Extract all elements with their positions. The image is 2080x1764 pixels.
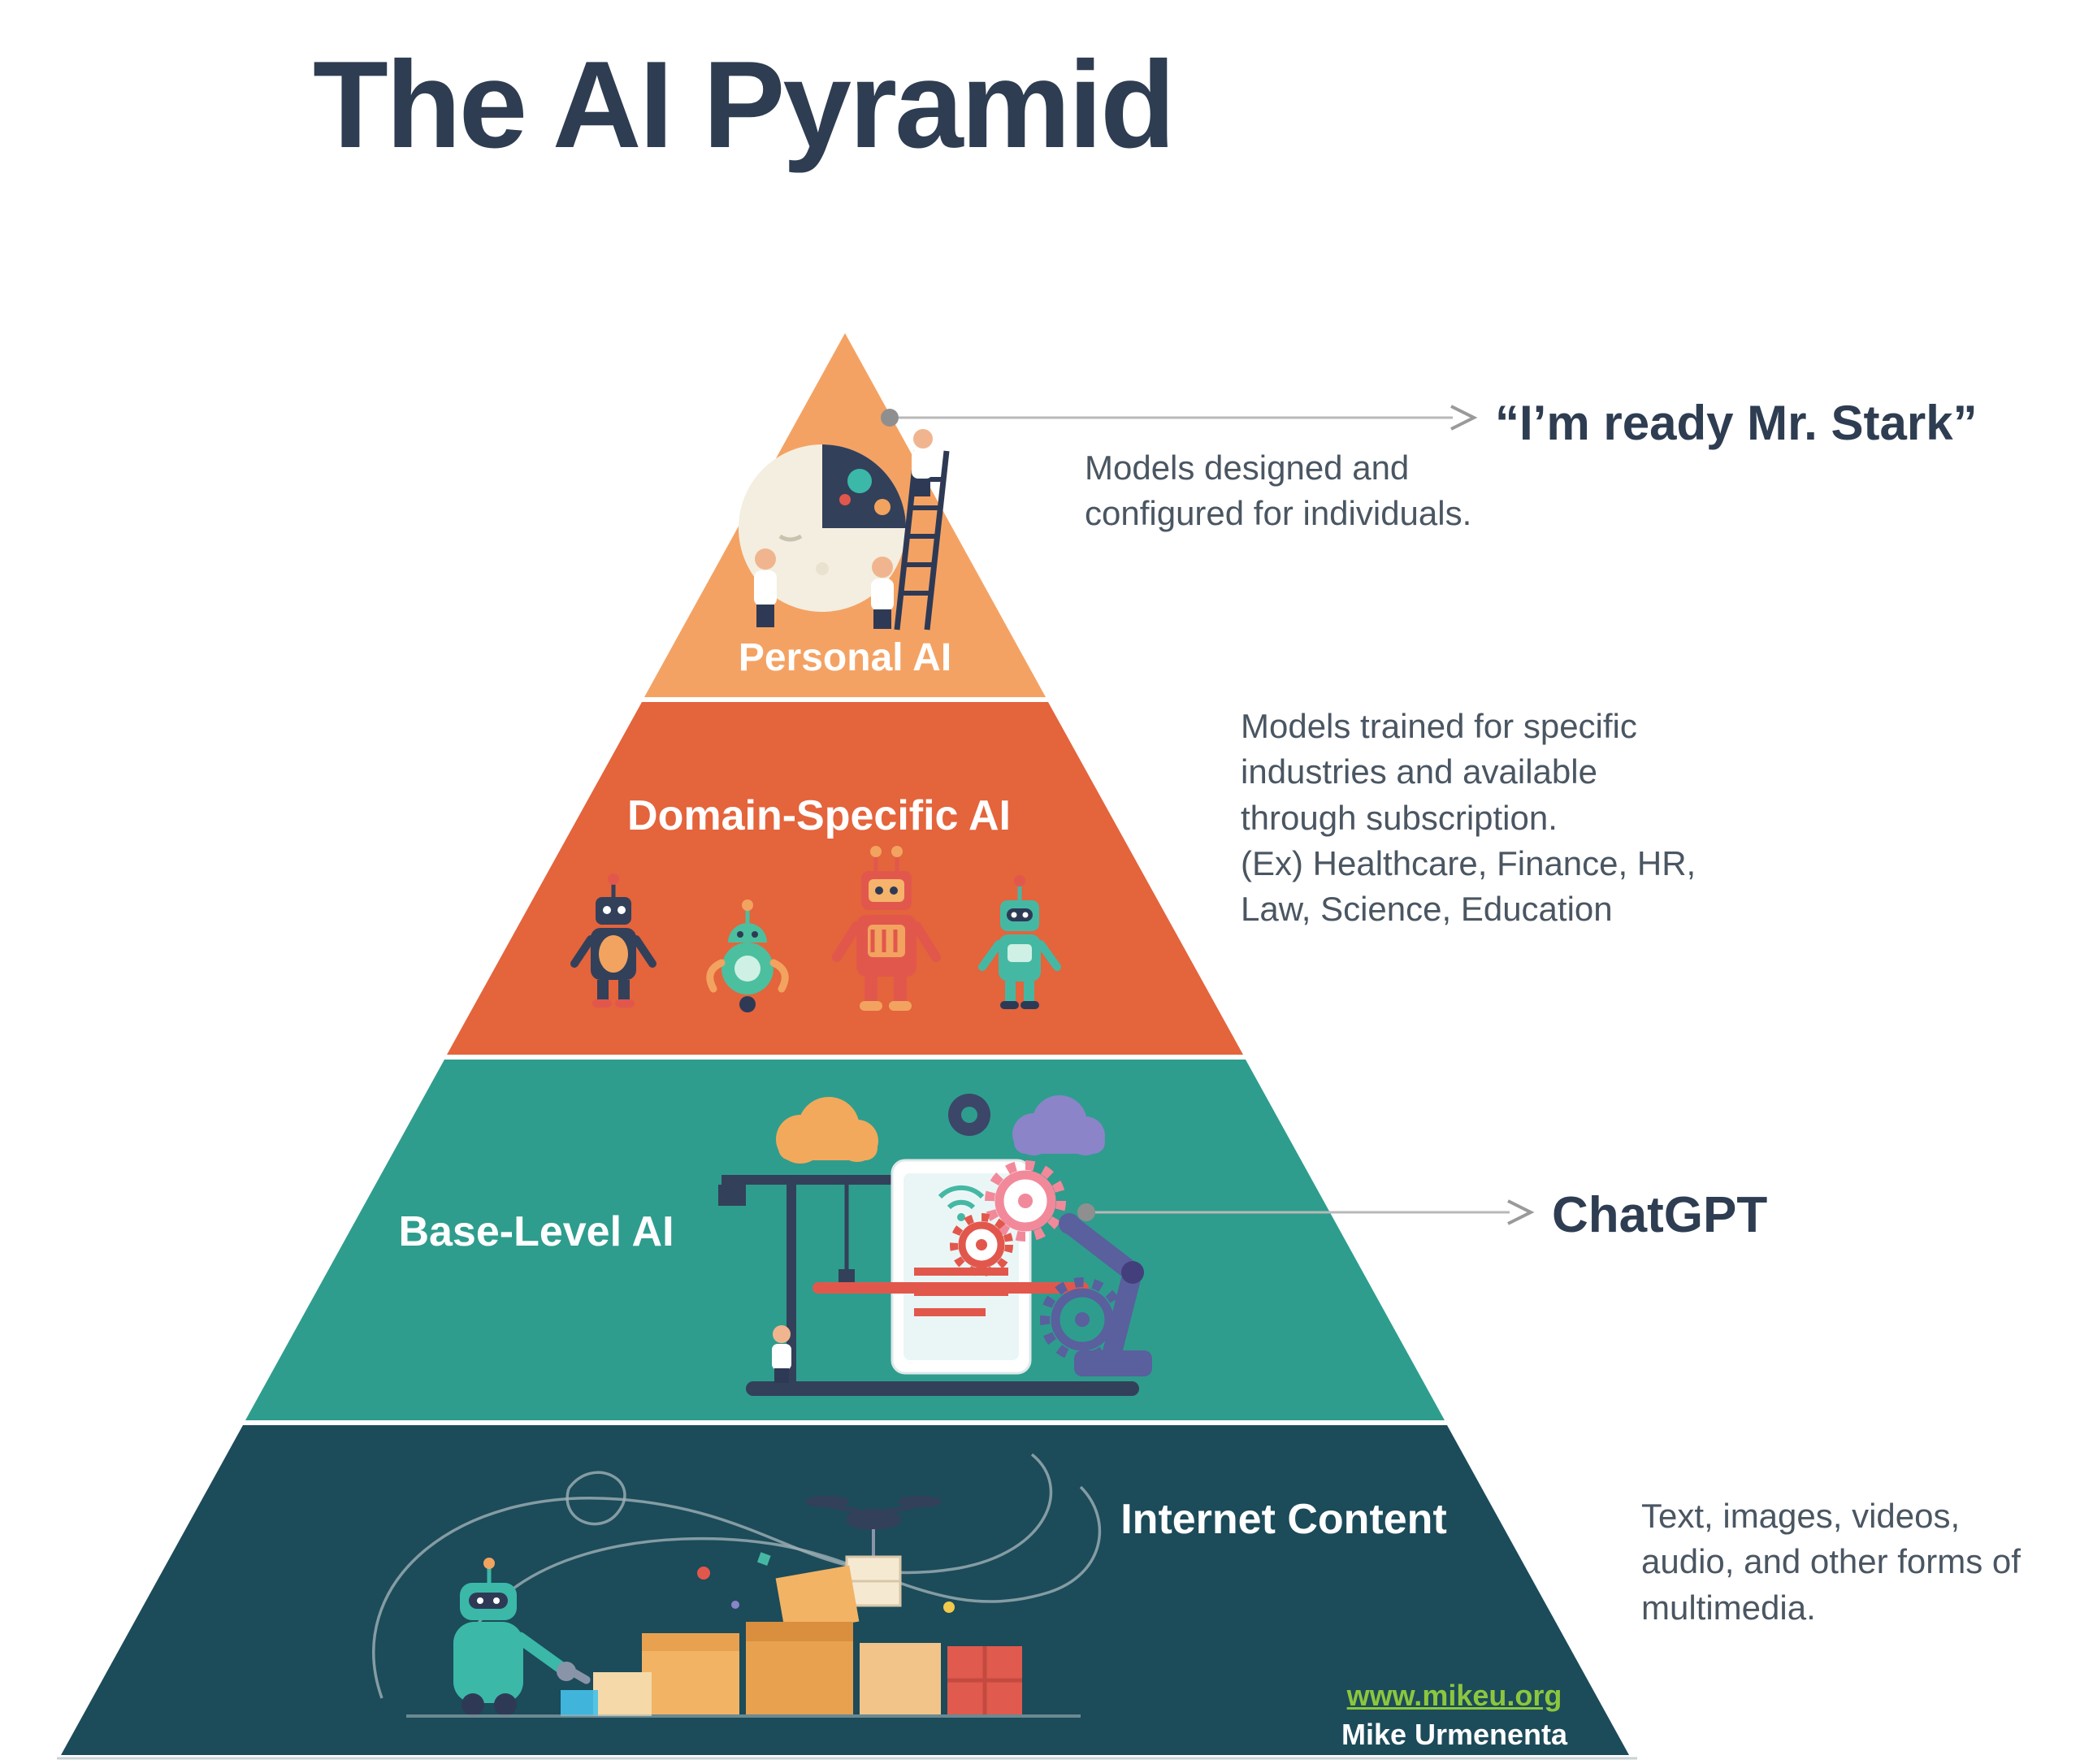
callout-line-personal <box>881 405 1478 431</box>
domain-description-examples: (Ex) Healthcare, Finance, HR, Law, Scien… <box>1241 843 1696 929</box>
page-title: The AI Pyramid <box>313 36 1176 174</box>
footer-author-name: Mike Urmenenta <box>1341 1718 1568 1751</box>
internet-content-description: Text, images, videos, audio, and other f… <box>1641 1497 2021 1627</box>
footer: www.mikeu.org Mike Urmenenta <box>1316 1679 1592 1752</box>
level-label-personal-ai: Personal AI <box>738 636 952 679</box>
domain-specific-ai-description: Models trained for specific industries a… <box>1241 704 1700 932</box>
footer-website-link[interactable]: www.mikeu.org <box>1346 1679 1562 1712</box>
chatgpt-callout: ChatGPT <box>1552 1187 1768 1243</box>
level-label-domain-specific-ai: Domain-Specific AI <box>627 792 1011 839</box>
personal-ai-quote: “I’m ready Mr. Stark” <box>1495 396 1978 450</box>
domain-description-main: Models trained for specific industries a… <box>1241 707 1637 837</box>
level-label-base-level-ai: Base-Level AI <box>398 1208 674 1255</box>
ai-head-under-construction-icon <box>739 429 950 631</box>
callout-line-chatgpt <box>1077 1199 1535 1225</box>
robots-row-icon <box>570 846 1061 1012</box>
level-label-internet-content: Internet Content <box>1120 1496 1447 1543</box>
boxes-drone-robot-icon <box>372 1453 1102 1718</box>
personal-ai-description: Models designed and configured for indiv… <box>1085 449 1472 533</box>
pyramid-level-domain-specific-ai <box>447 702 1243 1055</box>
crane-tablet-gears-icon <box>718 1094 1152 1396</box>
